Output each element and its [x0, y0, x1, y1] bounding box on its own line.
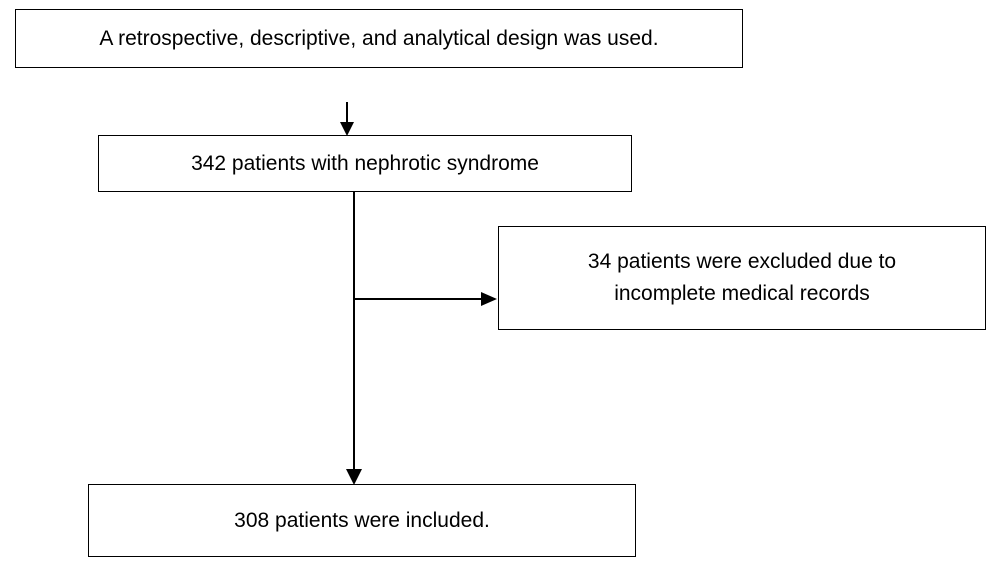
included-text: 308 patients were included. [234, 508, 490, 532]
patients-text: 342 patients with nephrotic syndrome [191, 151, 539, 175]
excluded-box: 34 patients were excluded due to incompl… [498, 226, 986, 330]
excluded-text: 34 patients were excluded due to incompl… [588, 246, 896, 310]
excluded-text-line-1: 34 patients were excluded due to [587, 250, 897, 273]
patients-box: 342 patients with nephrotic syndrome [98, 135, 632, 192]
included-box: 308 patients were included. [88, 484, 636, 557]
excluded-text-line-2: incomplete medical records [614, 282, 870, 305]
design-box: A retrospective, descriptive, and analyt… [15, 9, 743, 68]
arrow-into-patients-head [340, 122, 354, 136]
arrow-into-included-head [346, 469, 362, 485]
design-text: A retrospective, descriptive, and analyt… [99, 26, 659, 50]
arrow-into-excluded-head [481, 292, 497, 306]
